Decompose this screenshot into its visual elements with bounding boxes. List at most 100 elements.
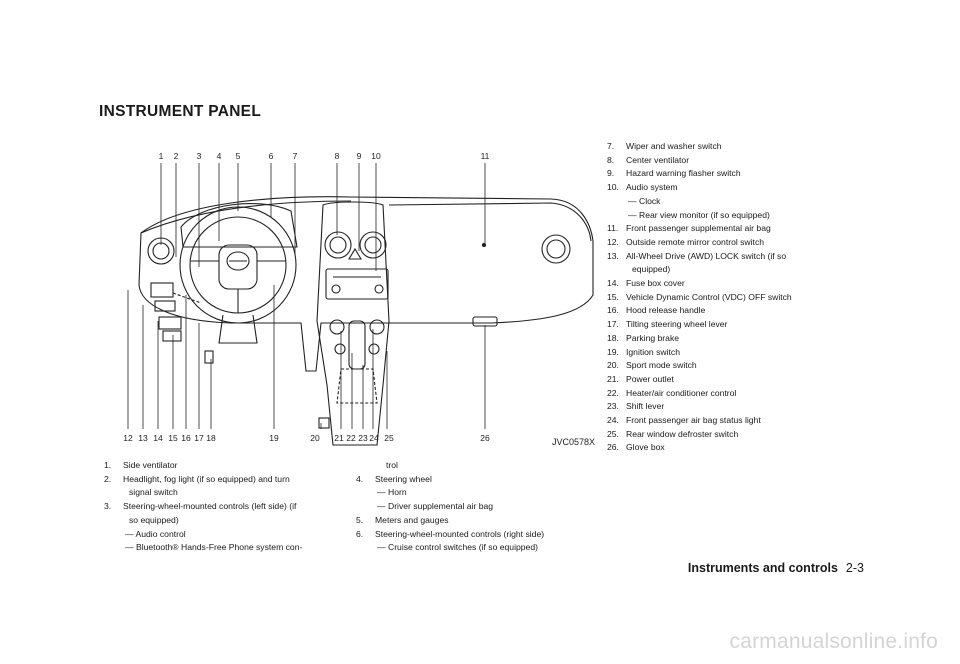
list-item: 4.Steering wheel— Horn— Driver supplemen… (356, 473, 600, 514)
callout-11: 11 (481, 151, 490, 161)
list-item-number: 15. (607, 291, 619, 302)
list-item-text: Power outlet (626, 373, 674, 384)
list-item: 2. Headlight, fog light (if so equipped) … (104, 473, 348, 500)
list-item: 6.Steering-wheel-mounted controls (right… (356, 528, 600, 555)
list-item-text: All-Wheel Drive (AWD) LOCK switch (if so (626, 250, 787, 261)
list-item: 17. Tilting steering wheel lever (607, 318, 859, 332)
center-vent-right (359, 231, 387, 259)
list-item-number: 25. (607, 428, 619, 439)
list-sub-item: — Clock (628, 195, 661, 206)
callout-8: 8 (335, 151, 340, 161)
list-item-text: Heater/air conditioner control (626, 387, 737, 398)
list-item-number: 18. (607, 332, 619, 343)
callout-25: 25 (384, 433, 394, 443)
callout-24: 24 (369, 433, 379, 443)
left-switch-panel (150, 282, 174, 298)
list-item-text: Steering-wheel-mounted controls (left si… (123, 501, 297, 512)
steering-emblem (226, 251, 250, 271)
callout-7: 7 (293, 151, 298, 161)
list-item-text: Parking brake (626, 332, 680, 343)
list-item-number: 5. (356, 514, 364, 525)
list-item-text: Sport mode switch (626, 360, 697, 371)
list-item-number: 9. (607, 168, 615, 179)
callout-1: 1 (159, 151, 164, 161)
center-vent-left (324, 231, 352, 259)
list-item: 3. Steering-wheel-mounted controls (left … (104, 500, 348, 555)
list-sub-item: — Rear view monitor (if so equipped) (628, 209, 770, 220)
climate-knob-left (329, 319, 345, 335)
list-item-text: Fuse box cover (626, 278, 685, 289)
list-item-text: Front passenger air bag status light (626, 415, 761, 426)
list-item-number: 2. (104, 473, 112, 484)
list-item-text: Wiper and washer switch (626, 141, 722, 151)
climate-knob-right (369, 319, 385, 335)
callout-14: 14 (153, 433, 163, 443)
list-item: 10.Audio system— Clock— Rear view monito… (607, 181, 859, 222)
parts-list-column-2: trol 4.Steering wheel— Horn— Driver supp… (356, 459, 600, 555)
audio-unit (325, 268, 389, 300)
list-item: 26.Glove box (607, 441, 859, 455)
list-item-text: Front passenger supplemental air bag (626, 223, 771, 234)
callout-19: 19 (269, 433, 279, 443)
callout-21: 21 (334, 433, 344, 443)
list-item: 1. Side ventilator (104, 459, 348, 473)
callout-10: 10 (371, 151, 381, 161)
list-item: 13. All-Wheel Drive (AWD) LOCK switch (if… (607, 250, 859, 277)
list-item-text: Vehicle Dynamic Control (VDC) OFF switch (626, 291, 792, 302)
list-item-number: 7. (607, 141, 615, 151)
callout-6: 6 (269, 151, 274, 161)
list-item-text: Headlight, fog light (if so equipped) an… (123, 473, 290, 484)
list-item-text: Steering-wheel-mounted controls (right s… (375, 528, 545, 539)
list-item-number: 17. (607, 319, 619, 330)
list-item-number: 22. (607, 387, 619, 398)
list-sub-item: — Cruise control switches (if so equippe… (377, 542, 538, 553)
callout-13: 13 (138, 433, 148, 443)
parts-list-column-3: 7. Wiper and washer switch 8.Center ventil… (607, 140, 859, 455)
list-item-number: 3. (104, 501, 112, 512)
list-item-text: Side ventilator (123, 460, 178, 470)
callout-23: 23 (358, 433, 368, 443)
callout-2: 2 (174, 151, 179, 161)
list-item-text: Center ventilator (626, 154, 690, 165)
list-item-text: Shift lever (626, 401, 665, 412)
list-sub-item: — Audio control (125, 528, 186, 539)
list-item-text: Glove box (626, 442, 665, 453)
callout-16: 16 (181, 433, 191, 443)
list-item: 9. Hazard warning flasher switch (607, 167, 859, 181)
callout-5: 5 (236, 151, 241, 161)
list-item-number: 13. (607, 250, 619, 261)
footer-page-number: 2-3 (845, 561, 864, 575)
callout-18: 18 (206, 433, 216, 443)
hazard-switch (348, 247, 362, 260)
callout-15: 15 (168, 433, 178, 443)
callout-22: 22 (346, 433, 356, 443)
dashboard-outline (138, 196, 594, 372)
list-item: 19.Ignition switch (607, 346, 859, 360)
list-item-number: 16. (607, 305, 619, 316)
list-continuation-text: trol (386, 460, 398, 470)
list-item: 20.Sport mode switch (607, 359, 859, 373)
list-item: 8.Center ventilator (607, 154, 859, 168)
list-item-number: 4. (356, 473, 364, 484)
figure-code: JVC0578X (552, 437, 595, 447)
list-sub-item: — Driver supplemental air bag (377, 501, 494, 512)
list-item-text: Steering wheel (375, 473, 432, 484)
callout-20: 20 (310, 433, 320, 443)
callout-9: 9 (357, 151, 362, 161)
list-item-number: 12. (607, 236, 619, 247)
list-item-number: 24. (607, 415, 619, 426)
center-stack (316, 201, 390, 446)
passenger-dash (388, 202, 592, 242)
list-item-number: 11. (607, 223, 619, 234)
list-item-text: Rear window defroster switch (626, 428, 739, 439)
list-item-number: 1. (104, 460, 112, 470)
list-item: 15. Vehicle Dynamic Control (VDC) OFF swi… (607, 291, 859, 305)
list-item-continuation: so equipped) (129, 514, 179, 525)
list-item: 21.Power outlet (607, 373, 859, 387)
shift-lever (348, 320, 366, 370)
list-item-text: Hazard warning flasher switch (626, 168, 741, 179)
list-item-number: 10. (607, 182, 619, 193)
list-item-text: Tilting steering wheel lever (626, 319, 728, 330)
list-item-continuation: equipped) (632, 264, 671, 275)
